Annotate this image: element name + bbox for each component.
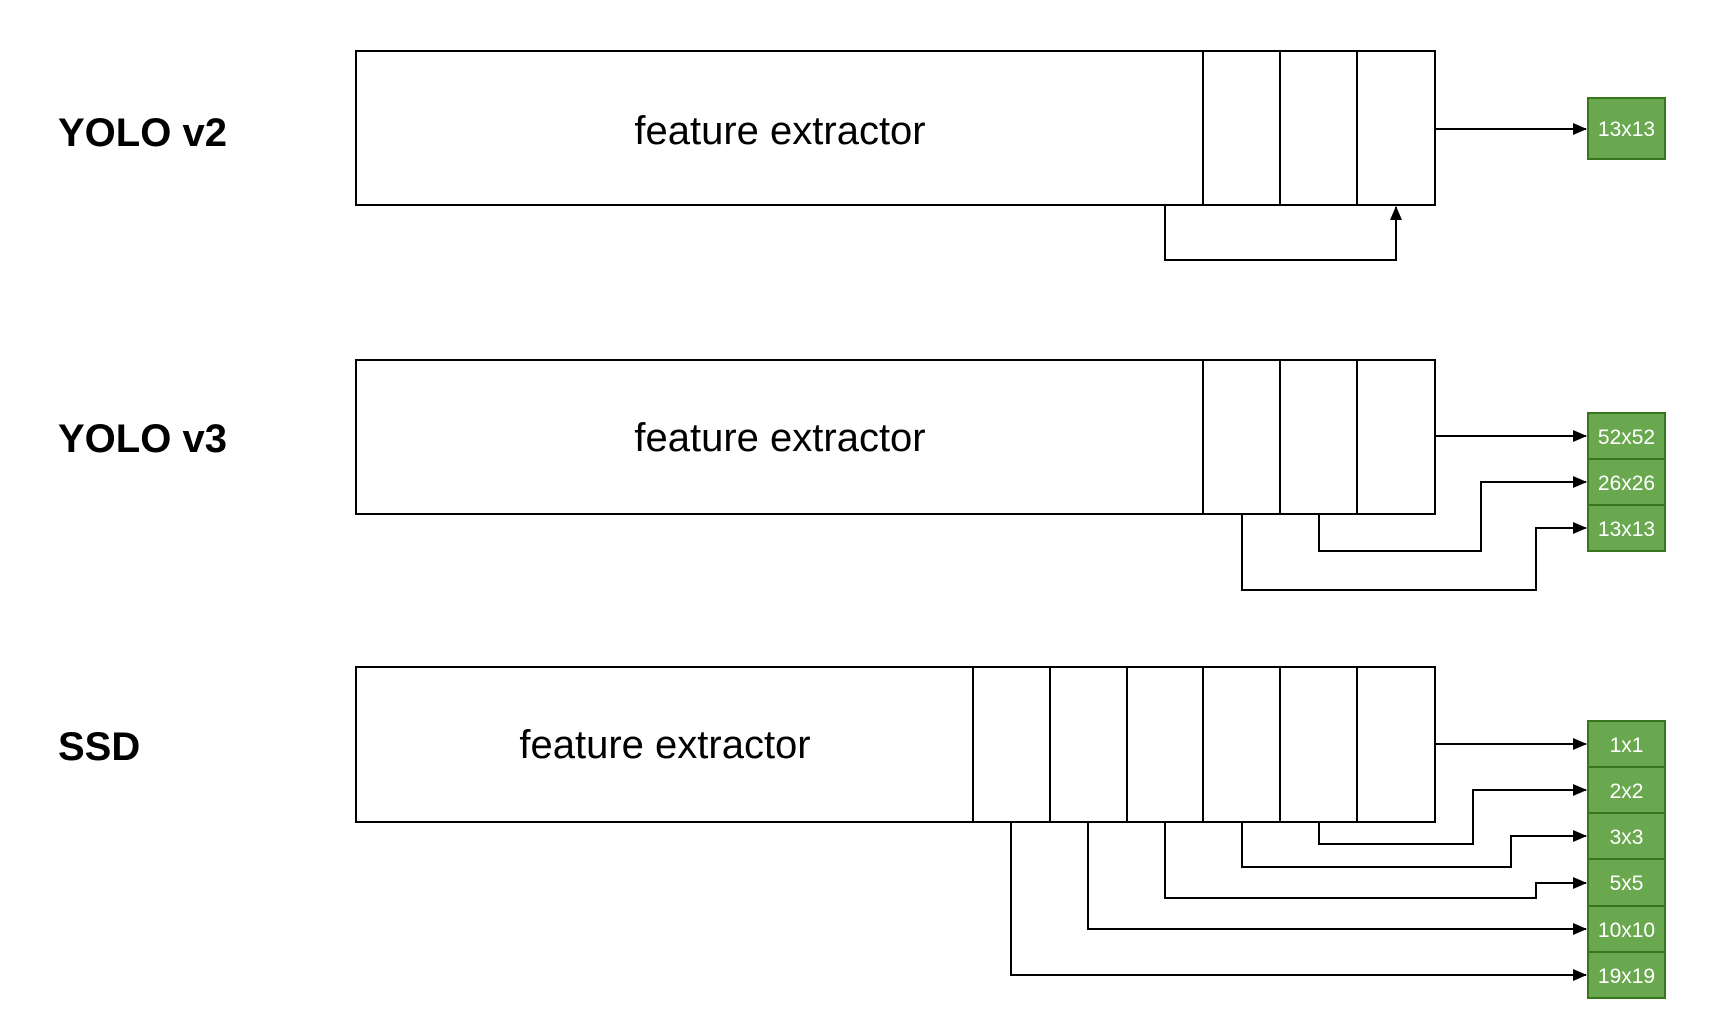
output-arrow-26x26 xyxy=(1318,476,1587,552)
output-box xyxy=(1587,858,1666,907)
layer-cell xyxy=(1356,666,1436,823)
feature-extractor-label-yolov3: feature extractor xyxy=(634,416,925,460)
output-label: 2x2 xyxy=(1610,780,1644,803)
layer-cell xyxy=(972,666,1051,823)
output-label: 26x26 xyxy=(1598,472,1655,495)
output-grid-5x5: 5x5 xyxy=(1587,858,1666,907)
output-grid-52x52: 52x52 xyxy=(1587,412,1666,460)
section-ssd: SSD feature extractor 1x1 2x2 3x3 5x5 xyxy=(58,666,1666,999)
output-grid-1x1: 1x1 xyxy=(1587,720,1666,768)
layer-cell xyxy=(1126,666,1204,823)
output-grid-26x26: 26x26 xyxy=(1587,458,1666,506)
output-label: 19x19 xyxy=(1598,965,1655,988)
section-yolov3: YOLO v3 feature extractor 52x52 26x26 13… xyxy=(58,359,1666,591)
output-grid-2x2: 2x2 xyxy=(1587,766,1666,814)
layer-cell xyxy=(1279,50,1358,206)
layer-cell xyxy=(1356,50,1436,206)
feature-extractor-label-ssd: feature extractor xyxy=(519,723,810,767)
output-label: 3x3 xyxy=(1610,826,1644,849)
layer-cell xyxy=(1202,50,1281,206)
output-grid-13x13: 13x13 xyxy=(1587,504,1666,552)
section-title-ssd: SSD xyxy=(58,725,140,769)
layer-cell xyxy=(1279,359,1358,515)
output-label: 5x5 xyxy=(1610,872,1644,895)
output-label: 52x52 xyxy=(1598,426,1655,449)
output-box xyxy=(1587,504,1666,552)
layer-cell xyxy=(1202,666,1281,823)
output-grid-3x3: 3x3 xyxy=(1587,812,1666,860)
section-yolov2: YOLO v2 feature extractor 13x13 xyxy=(58,50,1666,261)
passthrough-arrow xyxy=(1164,205,1402,261)
output-arrow-2x2 xyxy=(1318,784,1587,845)
output-box xyxy=(1587,766,1666,814)
output-box xyxy=(1587,458,1666,506)
output-box xyxy=(1587,97,1666,160)
layer-cell xyxy=(1356,359,1436,515)
layer-cell xyxy=(1049,666,1128,823)
output-arrow-13x13 xyxy=(1241,514,1587,591)
section-title-yolov3: YOLO v3 xyxy=(58,417,227,461)
output-label: 10x10 xyxy=(1598,919,1655,942)
output-arrow-3x3 xyxy=(1241,822,1587,868)
output-grid-13x13: 13x13 xyxy=(1587,97,1666,160)
output-label: 1x1 xyxy=(1610,734,1644,757)
output-arrow-5x5 xyxy=(1164,822,1587,899)
output-label: 13x13 xyxy=(1598,118,1655,141)
output-box xyxy=(1587,720,1666,768)
output-arrow-19x19 xyxy=(1010,822,1587,981)
output-grid-19x19: 19x19 xyxy=(1587,951,1666,999)
layer-cell xyxy=(1202,359,1281,515)
output-arrow-10x10 xyxy=(1087,822,1587,935)
output-box xyxy=(1587,905,1666,953)
layer-cell xyxy=(1279,666,1358,823)
output-box xyxy=(1587,951,1666,999)
output-label: 13x13 xyxy=(1598,518,1655,541)
output-grid-10x10: 10x10 xyxy=(1587,905,1666,953)
section-title-yolov2: YOLO v2 xyxy=(58,111,227,155)
feature-extractor-label-yolov2: feature extractor xyxy=(634,109,925,153)
